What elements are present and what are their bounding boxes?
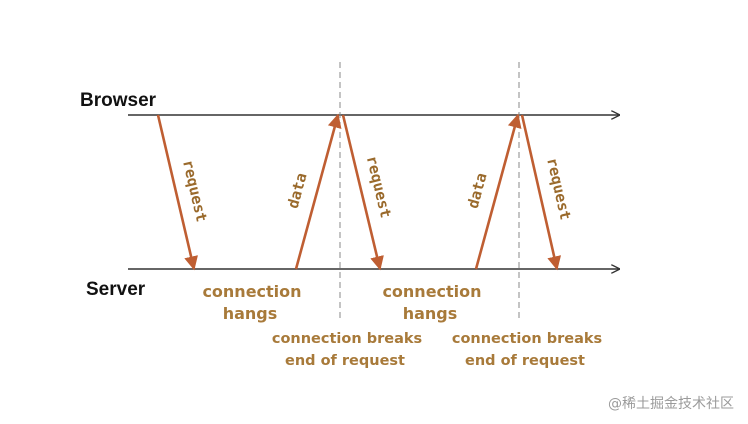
- connection-breaks-note-1-line2: end of request: [285, 353, 405, 369]
- connection-hangs-note-1-line2: hangs: [223, 304, 278, 323]
- server-label: Server: [86, 279, 146, 300]
- request-arrow-2: [341, 114, 384, 271]
- request-label-1: request: [179, 158, 211, 224]
- data-arrow-1: [294, 113, 342, 270]
- connection-hangs-note-2-line1: connection: [382, 282, 481, 301]
- data-label-2: data: [464, 171, 491, 211]
- browser-label: Browser: [80, 90, 157, 111]
- connection-hangs-note-2-line2: hangs: [403, 304, 458, 323]
- request-arrow-3: [520, 114, 562, 271]
- request-label-2: request: [363, 154, 395, 220]
- request-arrow-1: [156, 114, 198, 271]
- connection-breaks-note-1-line1: connection breaks: [272, 331, 422, 347]
- data-label-1: data: [284, 171, 311, 211]
- connection-hangs-note-1-line1: connection: [202, 282, 301, 301]
- request-label-3: request: [543, 156, 575, 222]
- connection-breaks-note-2-line1: connection breaks: [452, 331, 602, 347]
- watermark: @稀土掘金技术社区: [608, 396, 734, 412]
- connection-breaks-note-2-line2: end of request: [465, 353, 585, 369]
- data-arrow-2: [474, 113, 522, 270]
